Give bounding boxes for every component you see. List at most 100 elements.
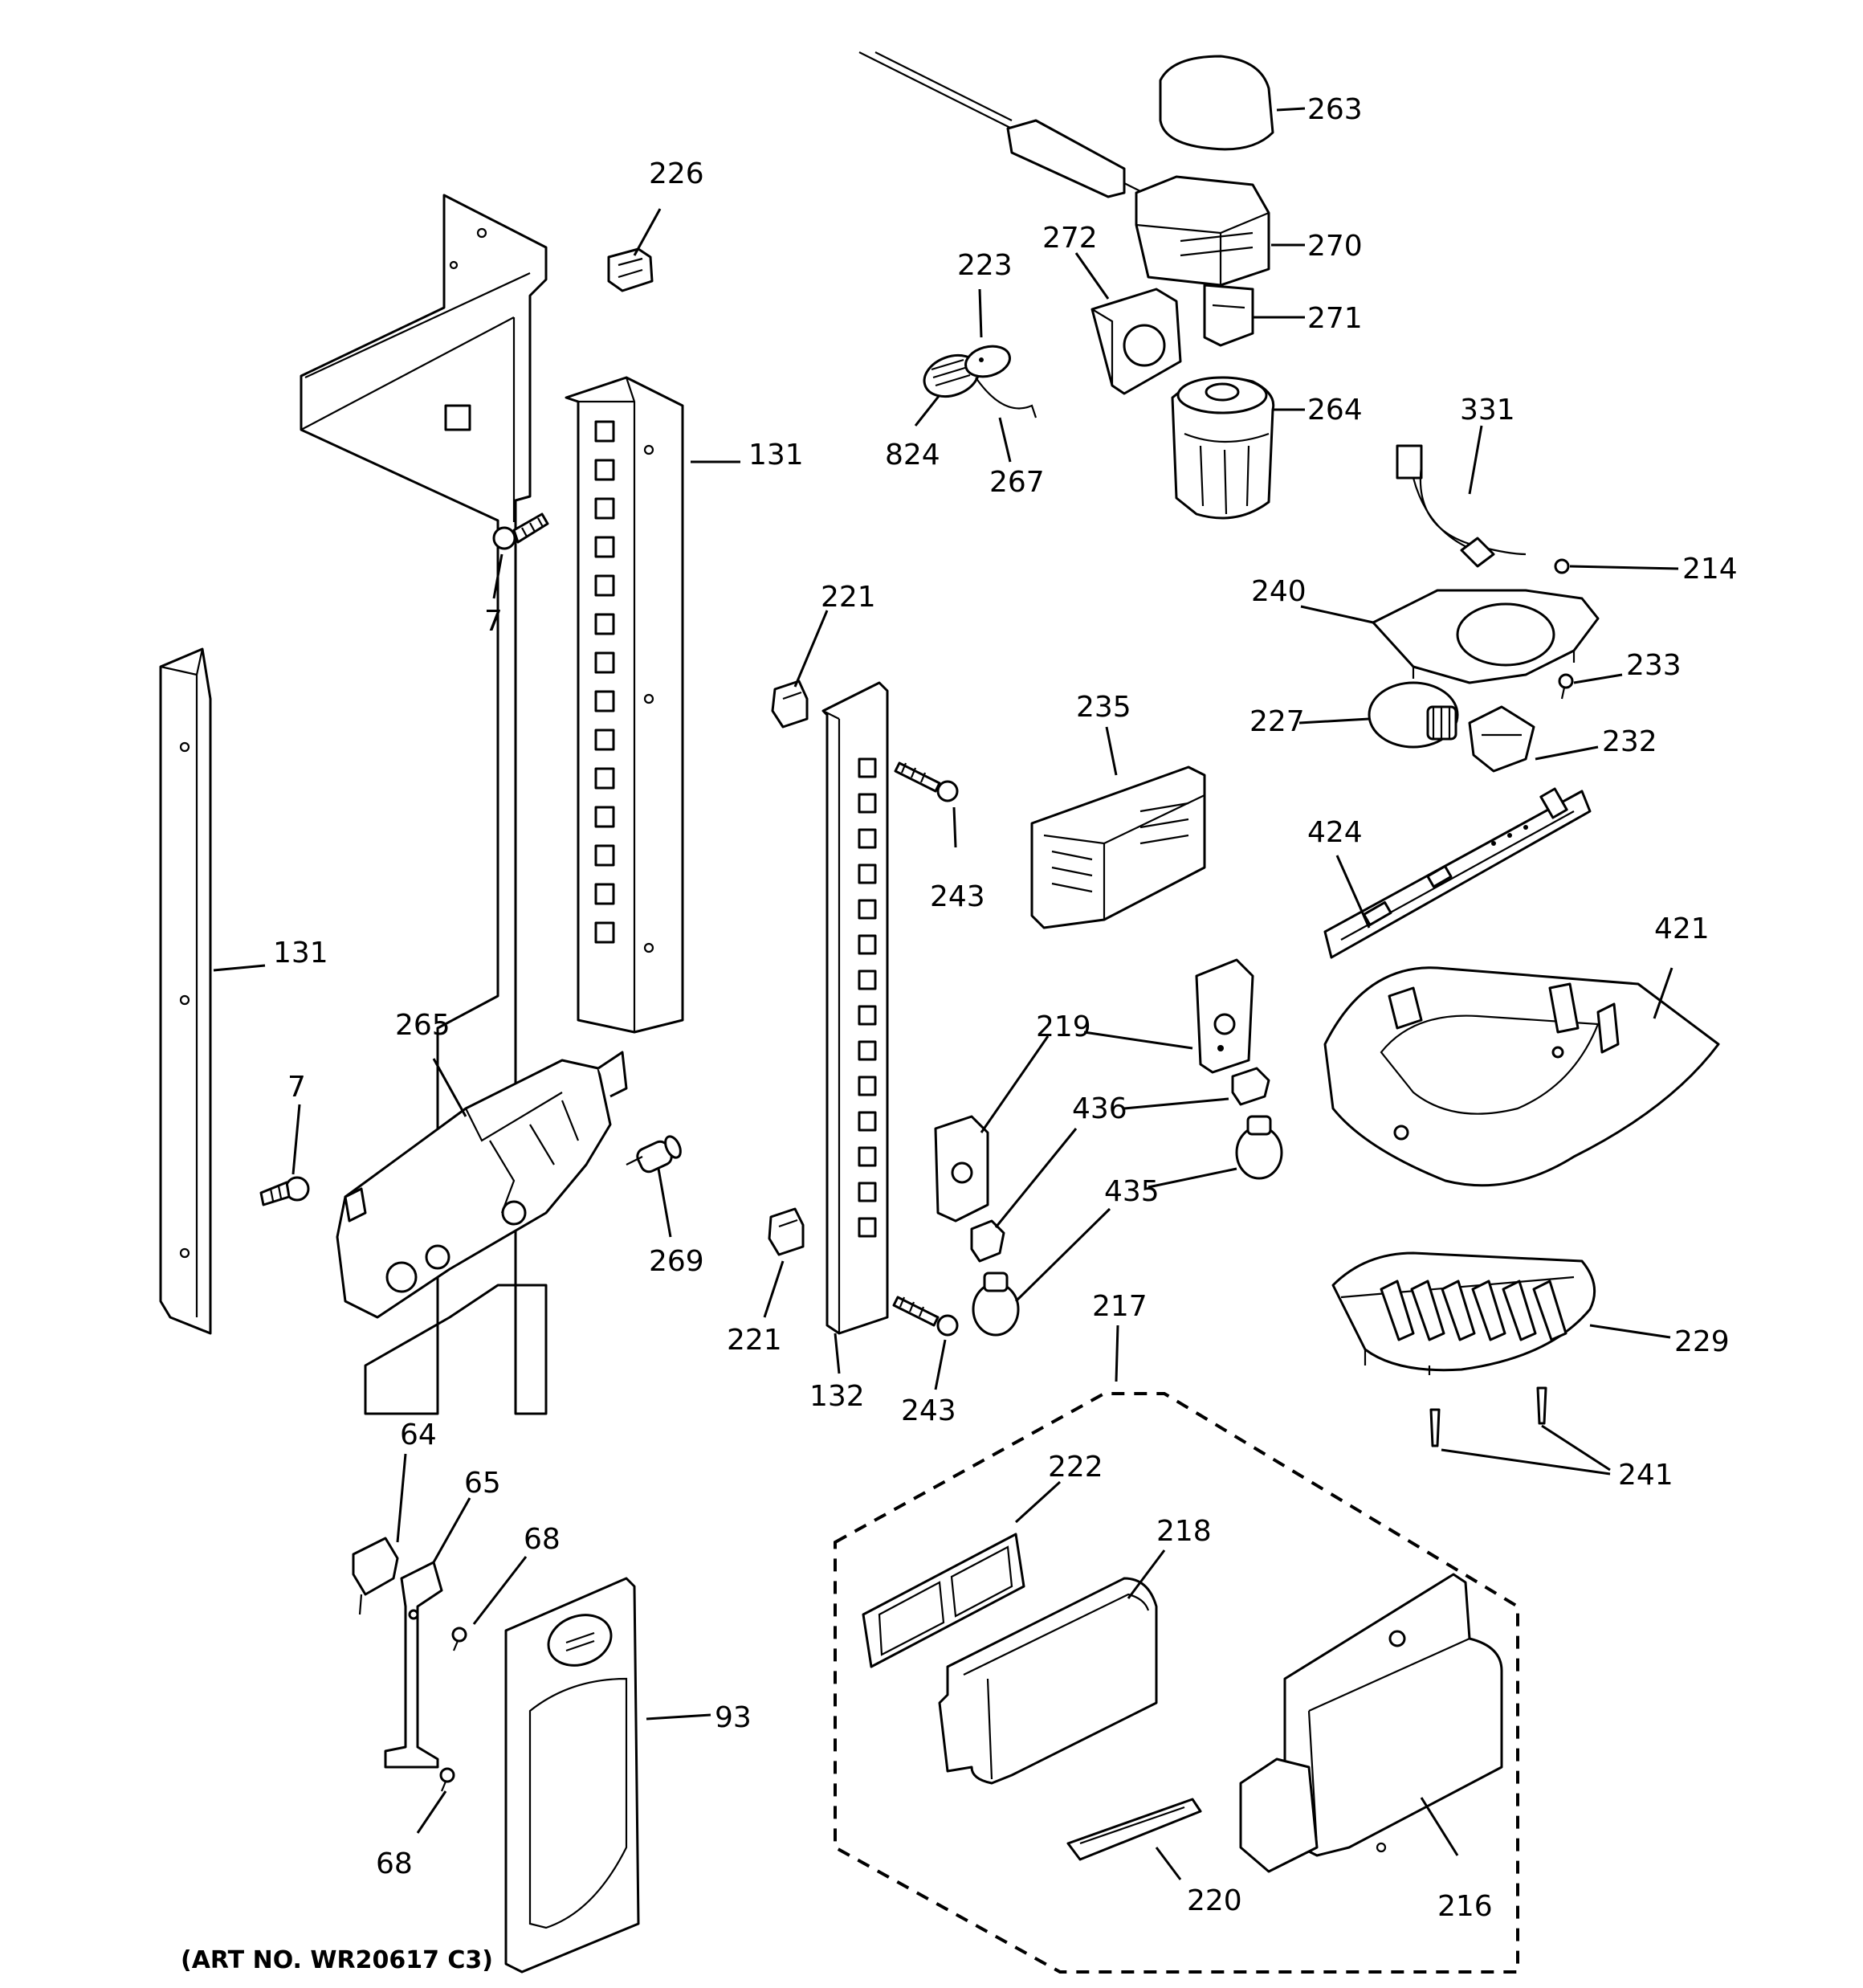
part-68-screw-upper xyxy=(451,1627,467,1651)
tray-slot xyxy=(1502,1280,1537,1341)
callout-221-lower: 221 xyxy=(727,1324,782,1357)
part-263-cap xyxy=(1159,55,1274,151)
part-241-screws xyxy=(1429,1386,1547,1447)
tray-slot xyxy=(1532,1280,1567,1341)
rail-slot xyxy=(858,1076,877,1096)
part-132-rail-center xyxy=(821,681,889,1335)
part-223-disk xyxy=(964,345,1011,378)
part-229-grid-tray xyxy=(1331,1251,1596,1375)
part-220-gasket xyxy=(1066,1798,1202,1861)
part-217-kit-boundary xyxy=(834,1392,1519,1974)
part-270-housing xyxy=(1135,175,1270,287)
part-131-rail-lower xyxy=(159,647,212,1335)
part-93-dispenser-panel xyxy=(504,1577,640,1974)
callout-214: 214 xyxy=(1682,553,1738,586)
rail-slot xyxy=(594,459,615,481)
tray-slot xyxy=(1471,1280,1506,1341)
part-435-bulb-right xyxy=(1235,1115,1283,1180)
rail-slot xyxy=(858,934,877,955)
rail-slot xyxy=(858,1005,877,1026)
rail-slot xyxy=(594,536,615,558)
part-233-screw xyxy=(1558,673,1574,700)
part-221-clip-upper xyxy=(771,680,809,729)
part-7-screw-upper xyxy=(492,512,549,550)
part-436-socket-left xyxy=(970,1219,1005,1263)
callout-232: 232 xyxy=(1602,725,1657,758)
part-232-socket xyxy=(1468,705,1535,773)
callout-68-upper: 68 xyxy=(524,1523,561,1556)
callout-220: 220 xyxy=(1187,1884,1242,1917)
part-436-socket-right xyxy=(1231,1067,1270,1106)
callout-421: 421 xyxy=(1654,912,1710,945)
callout-271: 271 xyxy=(1307,302,1363,335)
part-243-screw-lower xyxy=(892,1296,959,1337)
callout-226: 226 xyxy=(649,157,704,190)
rail-slot xyxy=(594,613,615,635)
part-65-bracket xyxy=(384,1561,443,1769)
callout-131-upper: 131 xyxy=(748,439,804,471)
rail-slot xyxy=(858,1146,877,1167)
part-240-light-cover xyxy=(1372,589,1600,684)
rail-slot xyxy=(594,690,615,712)
part-64-switch xyxy=(352,1537,399,1615)
rail-slot xyxy=(594,497,615,520)
leader-lines xyxy=(213,107,1679,1880)
rail-slot xyxy=(858,970,877,990)
part-235-dispenser-cover xyxy=(1030,765,1206,929)
part-216-housing xyxy=(1239,1573,1503,1873)
callout-227: 227 xyxy=(1249,705,1305,738)
callout-272: 272 xyxy=(1042,222,1098,255)
callout-218: 218 xyxy=(1156,1515,1212,1548)
part-265-hinge xyxy=(336,1051,628,1319)
part-243-screw-upper xyxy=(894,761,959,802)
part-214-nut xyxy=(1554,558,1570,574)
part-226-clip xyxy=(607,247,654,292)
rail-slot xyxy=(594,921,615,944)
part-272-bracket xyxy=(1090,288,1182,395)
rail-slot xyxy=(858,1040,877,1061)
tray-slot xyxy=(1410,1280,1445,1341)
tray-slot xyxy=(1380,1280,1415,1341)
part-227-bulb xyxy=(1368,681,1459,749)
callout-labels: 263 226 272 270 223 271 131 264 331 824 … xyxy=(181,93,1738,1974)
callout-7-lower: 7 xyxy=(287,1071,306,1104)
rail-slot xyxy=(594,844,615,867)
part-435-bulb-left xyxy=(972,1272,1020,1337)
callout-93: 93 xyxy=(715,1701,752,1734)
callout-233: 233 xyxy=(1626,649,1682,682)
callout-243-lower: 243 xyxy=(901,1394,956,1427)
rail-slot xyxy=(858,1182,877,1202)
callout-243-upper: 243 xyxy=(930,880,985,913)
rail-slot xyxy=(594,806,615,828)
part-218-housing xyxy=(938,1577,1158,1785)
callout-223: 223 xyxy=(957,249,1013,282)
part-131-rail-upper xyxy=(565,376,684,1034)
rail-slot xyxy=(594,651,615,674)
callout-265: 265 xyxy=(395,1009,450,1042)
rail-slot xyxy=(594,574,615,597)
tray-slot xyxy=(1441,1280,1476,1341)
art-number: (ART NO. WR20617 C3) xyxy=(181,1946,493,1974)
callout-824: 824 xyxy=(885,439,940,471)
rail-slot xyxy=(858,1217,877,1238)
callout-216: 216 xyxy=(1437,1890,1493,1923)
callout-132: 132 xyxy=(809,1380,865,1413)
rail-slot xyxy=(594,883,615,905)
part-221-clip-lower xyxy=(768,1207,805,1256)
callout-436: 436 xyxy=(1072,1092,1127,1125)
part-219-light-housing-left xyxy=(934,1115,989,1223)
callout-264: 264 xyxy=(1307,394,1363,427)
rail-slot xyxy=(858,793,877,814)
callout-269: 269 xyxy=(649,1245,704,1278)
part-331-harness xyxy=(1396,444,1527,568)
part-7-screw-lower xyxy=(259,1176,310,1206)
part-271-nozzle xyxy=(1203,284,1254,347)
callout-65: 65 xyxy=(464,1467,501,1500)
callout-331: 331 xyxy=(1460,394,1515,427)
part-264-filter xyxy=(1171,376,1275,520)
part-269-fitting xyxy=(626,1135,682,1174)
callout-68-lower: 68 xyxy=(376,1847,413,1880)
part-424-control-board xyxy=(1323,787,1592,959)
part-68-screw-lower xyxy=(439,1767,455,1792)
